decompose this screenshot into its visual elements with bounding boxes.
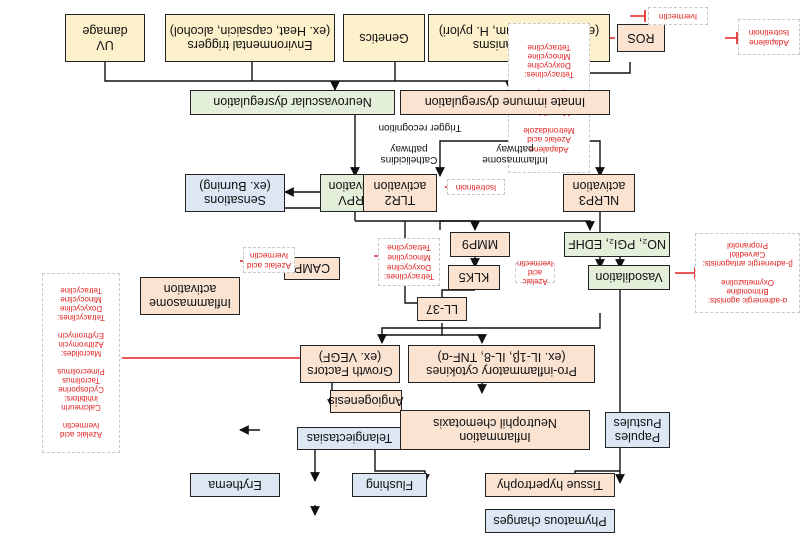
tlr2-drugs: Isotretinoin: [447, 179, 505, 195]
sensations-box: Sensations (ex. Burning): [185, 174, 285, 212]
edge-ll37-to-cyt: [377, 334, 442, 344]
inflammation-box: Inflammation Neutrophil chemotaxis: [400, 410, 590, 450]
inhibit-uv: [725, 32, 738, 44]
cathelicidins-pathway-label: Cathelicidins pathway: [380, 143, 438, 165]
genetics-box: Genetics: [343, 14, 425, 62]
environmental-triggers-box: Environmental triggers (ex. Heat, capsai…: [165, 14, 335, 62]
edge-bus-to-mmp9: [440, 220, 480, 231]
erythema-box: Erythema: [190, 473, 280, 497]
inflammasome-pathway-label: Inflammasome pathway: [482, 143, 548, 165]
tissue-hypertrophy-box: Tissue hypertrophy: [485, 473, 615, 497]
camp-drugs: Azelaic acid Ivermectin: [243, 247, 295, 273]
papules-pustules-box: Papules Pustules: [605, 412, 670, 448]
edge-trpv-to-no: [355, 220, 595, 231]
ll37-box: LL-37: [417, 297, 467, 321]
klk5-box: KLK5: [448, 265, 500, 290]
edge-ll37-to-gf: [441, 323, 487, 344]
mmp9-drugs: Tetracyclines: Doxycycline Minocycline T…: [378, 238, 440, 286]
vasodilation-box: Vasodilation: [588, 265, 670, 290]
uv-drugs: Adapalene Isotretinoin: [738, 19, 800, 55]
inflammasome-activation-box: Inflammasome activation: [140, 277, 240, 315]
neurovascular-box: Neurovascular dysregulation: [190, 90, 395, 115]
cytokines-drugs: Azelaic acid Ivermectin Calcineurin inhi…: [42, 273, 120, 453]
telangiectasias-box: Telangiectasias: [297, 427, 402, 450]
cytokines-box: Pro-inflammatory cytokines (ex. IL-1β, I…: [408, 345, 595, 383]
tlr2-activation-box: TLR2 activation: [363, 174, 437, 212]
phymatous-changes-box: Phymatous changes: [485, 509, 615, 533]
vasodilation-drugs: α-adrenergic agonists: Brimonidine Oxyme…: [695, 233, 800, 313]
mmp9-box: MMP9: [450, 232, 510, 257]
innate-immune-box: Innate immune dysregulation: [400, 90, 610, 115]
edge-ros-to-innate: [580, 62, 631, 91]
growth-factors-box: Growth Factors (ex. VEGF): [300, 345, 400, 383]
edge-inflammasome-to-cyt: [381, 313, 601, 343]
trigger-recognition-label: Trigger recognition: [378, 122, 462, 133]
nlrp3-activation-box: NLRP3 activation: [563, 174, 635, 212]
inhibit-ros: [630, 10, 646, 22]
no-pgi2-edhf-box: NO₂, PGI₂, EDHF: [564, 232, 670, 257]
inhibit-vaso: [675, 267, 696, 279]
edge-uv-up: [104, 62, 547, 82]
flushing-box: Flushing: [352, 473, 427, 497]
ros-box: ROS: [617, 24, 665, 52]
ros-drugs: Ivermectin: [648, 7, 708, 25]
klk5-drugs: Azelaic acid Ivermectin: [515, 260, 555, 287]
uv-damage-box: UV damage: [65, 14, 145, 62]
inhibit-cytokines: [122, 352, 306, 364]
angiogenesis-box: Angiogenesis: [328, 390, 404, 413]
